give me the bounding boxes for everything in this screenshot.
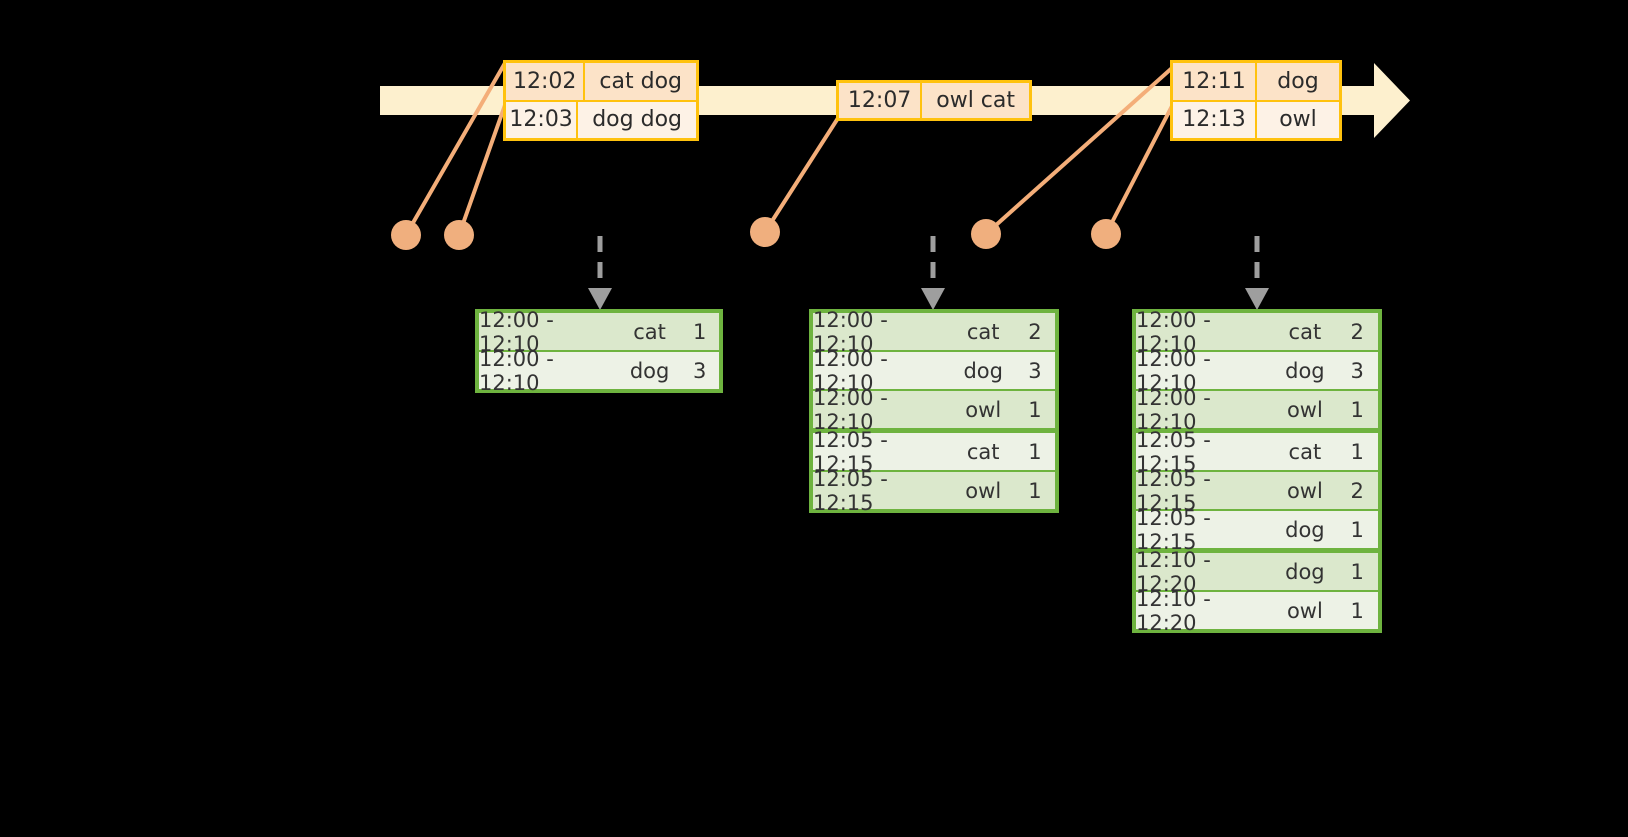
cell-count: 2 [1014,313,1055,350]
cell-count: 1 [680,313,719,350]
emit-arrow-1 [588,236,612,310]
cell-window: 12:05 - 12:15 [1136,467,1274,515]
cell-count: 1 [1014,433,1055,470]
cell-word: owl [953,472,1013,509]
cell-word: cat [620,313,679,350]
cell-window: 12:05 - 12:15 [813,467,952,515]
marker-dot-3 [750,217,780,247]
cell-word: dog [620,352,679,389]
cell-window: 12:00 - 12:10 [1136,308,1274,356]
event-words: dog dog [592,107,682,133]
connector-line-3 [763,113,842,234]
event-box-1[interactable]: 12:02 cat dog 12:03 dog dog [503,60,699,141]
cell-word: owl [1275,592,1335,629]
event-row: 12:03 dog dog [506,99,696,138]
emit-arrow-3 [1245,236,1269,310]
cell-count: 1 [1336,592,1378,629]
cell-word: owl [1275,472,1335,509]
cell-count: 1 [1336,553,1378,590]
cell-window: 12:00 - 12:10 [813,347,952,395]
event-row: 12:07 owl cat [839,83,1029,118]
cell-word: dog [1275,511,1335,548]
cell-window: 12:00 - 12:10 [1136,347,1274,395]
marker-dot-1 [391,220,421,250]
cell-window: 12:00 - 12:10 [479,308,619,356]
marker-dot-5 [1091,219,1121,249]
marker-dot-2 [444,220,474,250]
cell-word: cat [1275,433,1335,470]
event-box-2[interactable]: 12:07 owl cat [836,80,1032,121]
cell-word: owl [1275,391,1335,428]
event-words: cat dog [599,68,682,94]
event-words: owl [1279,107,1317,133]
emit-arrow-2 [921,236,945,310]
event-time: 12:07 [839,83,923,118]
cell-window: 12:10 - 12:20 [1136,548,1274,596]
cell-word: dog [953,352,1013,389]
cell-count: 1 [1336,433,1378,470]
cell-count: 3 [1014,352,1055,389]
cell-word: dog [1275,352,1335,389]
event-words: owl cat [936,88,1015,113]
cell-word: cat [953,433,1013,470]
event-time: 12:11 [1173,63,1257,100]
connector-line-2 [457,103,507,237]
cell-window: 12:05 - 12:15 [1136,428,1274,476]
connector-line-1 [404,61,507,237]
cell-count: 2 [1336,472,1378,509]
cell-word: dog [1275,553,1335,590]
event-row: 12:13 owl [1173,99,1339,138]
event-box-3[interactable]: 12:11 dog 12:13 owl [1170,60,1342,141]
cell-window: 12:00 - 12:10 [1136,386,1274,434]
cell-count: 3 [680,352,719,389]
cell-word: owl [953,391,1013,428]
cell-window: 12:00 - 12:10 [479,347,619,395]
cell-count: 1 [1014,472,1055,509]
cell-count: 3 [1336,352,1378,389]
cell-window: 12:05 - 12:15 [813,428,952,476]
cell-count: 1 [1336,511,1378,548]
marker-dots [391,217,1121,250]
event-time: 12:03 [506,101,579,138]
cell-window: 12:05 - 12:15 [1136,506,1274,554]
cell-window: 12:10 - 12:20 [1136,587,1274,635]
cell-count: 1 [1336,391,1378,428]
emit-arrows [588,236,1269,310]
connector-line-5 [1104,104,1174,236]
event-row: 12:11 dog [1173,63,1339,100]
event-time: 12:13 [1173,101,1257,138]
marker-dot-4 [971,219,1001,249]
cell-word: cat [1275,313,1335,350]
cell-window: 12:00 - 12:10 [813,386,952,434]
cell-count: 1 [1014,391,1055,428]
event-time: 12:02 [506,63,586,100]
cell-count: 2 [1336,313,1378,350]
event-row: 12:02 cat dog [506,63,696,100]
cell-window: 12:00 - 12:10 [813,308,952,356]
cell-word: cat [953,313,1013,350]
event-words: dog [1277,68,1319,94]
